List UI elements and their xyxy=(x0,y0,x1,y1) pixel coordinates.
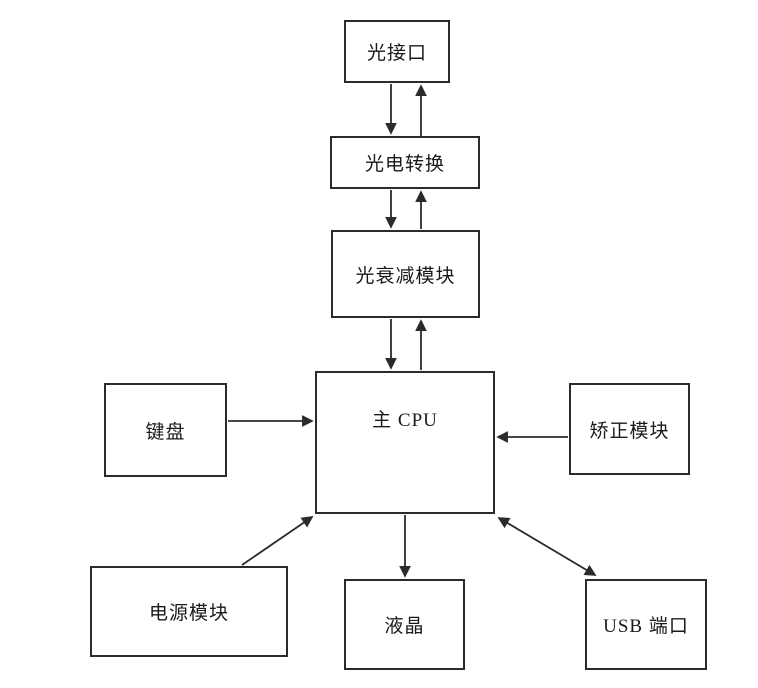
node-correction-module: 矫正模块 xyxy=(569,383,690,475)
node-optical-interface-label: 光接口 xyxy=(366,43,427,64)
node-power-module: 电源模块 xyxy=(90,566,288,657)
node-keyboard-label: 键盘 xyxy=(145,421,186,443)
node-photoelectric-conversion: 光电转换 xyxy=(330,136,480,189)
node-keyboard: 键盘 xyxy=(104,383,227,477)
arrow-power-module-to-main-cpu xyxy=(241,516,314,566)
node-main-cpu: 主 CPU xyxy=(315,371,495,514)
node-main-cpu-label: 主 CPU xyxy=(372,410,438,431)
node-photoelectric-conversion-label: 光电转换 xyxy=(364,154,445,175)
node-optical-attenuation-module-label: 光衰减模块 xyxy=(355,265,456,287)
node-usb-port-label: USB 端口 xyxy=(603,616,689,637)
node-usb-port: USB 端口 xyxy=(585,579,707,670)
node-power-module-label: 电源模块 xyxy=(148,603,229,624)
node-optical-attenuation-module: 光衰减模块 xyxy=(331,230,480,318)
node-lcd: 液晶 xyxy=(344,579,465,670)
node-optical-interface: 光接口 xyxy=(344,20,450,83)
arrow-main-cpu-usb-port-bidirectional xyxy=(497,517,597,576)
node-lcd-label: 液晶 xyxy=(384,616,425,637)
node-correction-module-label: 矫正模块 xyxy=(589,420,670,442)
